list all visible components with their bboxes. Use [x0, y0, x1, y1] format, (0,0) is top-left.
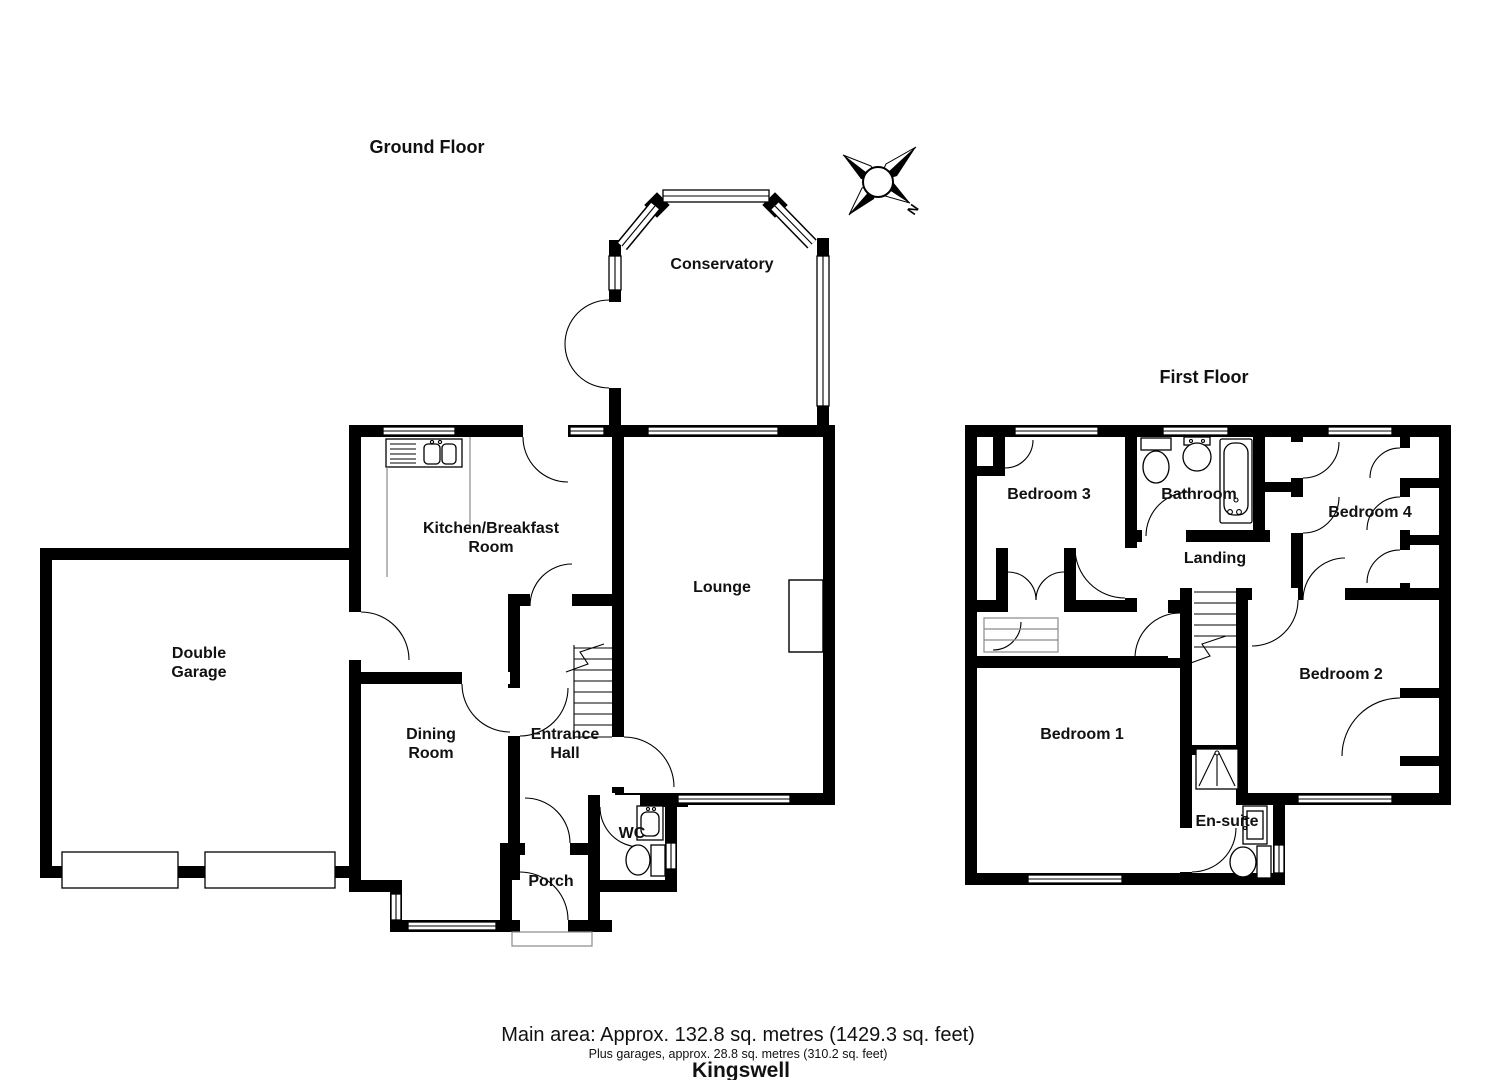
bedroom4-wardrobe-door [1366, 549, 1401, 584]
hall-kitchen-door [529, 563, 573, 607]
garage-door [204, 851, 336, 889]
cupboard-door [992, 621, 1022, 651]
first-openings [1008, 442, 1410, 872]
window [1027, 874, 1123, 884]
airing-cupboard-door [1302, 441, 1340, 479]
bedroom2-wardrobe-door [1341, 697, 1401, 757]
conservatory-window-right [816, 255, 830, 407]
window [647, 426, 779, 436]
first-doors [992, 439, 1401, 873]
room-label-landing: Landing [1184, 550, 1246, 567]
garage-area-text: Plus garages, approx. 28.8 sq. metres (3… [589, 1047, 888, 1061]
conservatory-window-top [662, 189, 770, 203]
fireplace [788, 579, 824, 653]
bedroom2-door [1251, 599, 1299, 647]
conservatory-door-leaf-top [564, 299, 610, 345]
room-label-garage-1: Double [172, 645, 226, 662]
wc-toilet-icon [625, 844, 666, 877]
room-label-bedroom4: Bedroom 4 [1328, 504, 1412, 521]
ground-openings [349, 425, 640, 932]
ground-doors [360, 299, 675, 921]
front-door-step [511, 931, 593, 947]
room-label-dining-1: Dining [406, 726, 456, 743]
north-label: N [904, 201, 922, 217]
stairs-ground-icon [565, 643, 612, 738]
window [1273, 844, 1285, 874]
airing-cupboard-door [1302, 496, 1340, 534]
room-label-bedroom1: Bedroom 1 [1040, 726, 1124, 743]
linen-cupboard-shelves [983, 617, 1059, 653]
main-area-text: Main area: Approx. 132.8 sq. metres (142… [501, 1024, 975, 1046]
wc-sink-icon [636, 805, 664, 841]
hall-lounge-door [623, 736, 675, 788]
conservatory-window-left [608, 255, 622, 291]
window [677, 794, 791, 804]
first-floor-plan: First Floor [965, 367, 1451, 885]
room-label-bedroom3: Bedroom 3 [1007, 486, 1091, 503]
window [390, 893, 402, 921]
room-label-lounge: Lounge [693, 579, 751, 596]
window [1014, 426, 1099, 436]
compass-rose: N [842, 146, 922, 218]
first-windows [1014, 426, 1393, 884]
front-door [519, 871, 569, 921]
garage-door [61, 851, 179, 889]
bedroom3-door [1074, 547, 1126, 599]
bedroom3-wardrobe-door [1007, 571, 1037, 601]
ensuite-toilet-icon [1229, 845, 1272, 879]
dining-hall-door [519, 687, 569, 737]
kitchen-sink-icon [385, 438, 463, 468]
window [665, 842, 677, 870]
conservatory-window-angled-right [770, 201, 817, 249]
ground-windows [382, 189, 830, 931]
porch-hall-door [524, 797, 571, 844]
shower-icon [1195, 748, 1239, 790]
room-label-conservatory: Conservatory [670, 256, 773, 273]
room-label-dining-2: Room [408, 745, 453, 762]
room-label-kitchen-1: Kitchen/Breakfast [423, 520, 560, 537]
window [1162, 426, 1229, 436]
footer: Main area: Approx. 132.8 sq. metres (142… [501, 1024, 975, 1080]
property-name: Kingswell [692, 1059, 790, 1080]
room-label-ensuite: En-suite [1195, 813, 1258, 830]
room-label-hall-2: Hall [550, 745, 579, 762]
window [407, 921, 497, 931]
stairs-first-icon [1187, 591, 1236, 665]
ensuite-sink-icon [1242, 805, 1268, 845]
bedroom4-wardrobe-door [1369, 447, 1401, 479]
kitchen-back-door [522, 436, 569, 483]
room-label-kitchen-2: Room [468, 539, 513, 556]
conservatory-door-leaf-bottom [564, 343, 610, 389]
window [1297, 794, 1393, 804]
first-floor-title: First Floor [1160, 367, 1249, 387]
room-label-porch: Porch [528, 873, 573, 890]
room-label-bathroom: Bathroom [1161, 486, 1237, 503]
conservatory-window-angled-left [616, 201, 661, 251]
ground-walls [40, 192, 835, 932]
kitchen-dining-door [461, 683, 511, 733]
bedroom4-wardrobe-door [1366, 496, 1401, 531]
room-label-hall-1: Entrance [531, 726, 600, 743]
room-label-bedroom2: Bedroom 2 [1299, 666, 1383, 683]
room-label-garage-2: Garage [171, 664, 226, 681]
ground-floor-plan: Ground Floor [40, 137, 835, 947]
ground-floor-title: Ground Floor [370, 137, 485, 157]
bedroom4-door [1302, 557, 1346, 601]
garage-kitchen-door [360, 611, 410, 661]
window [1327, 426, 1393, 436]
window [382, 426, 456, 436]
bathtub-icon [1219, 438, 1253, 524]
bedroom3-closet-door [1004, 439, 1034, 469]
window [569, 426, 605, 436]
bathroom-toilet-icon [1140, 437, 1172, 484]
kitchen-counter [386, 437, 471, 577]
ensuite-door [1191, 827, 1237, 873]
room-label-wc: WC [619, 825, 646, 842]
bathroom-door [1145, 491, 1191, 537]
bedroom3-wardrobe-door [1035, 571, 1065, 601]
bedroom1-door [1134, 612, 1181, 659]
bathroom-sink-icon [1182, 436, 1212, 472]
